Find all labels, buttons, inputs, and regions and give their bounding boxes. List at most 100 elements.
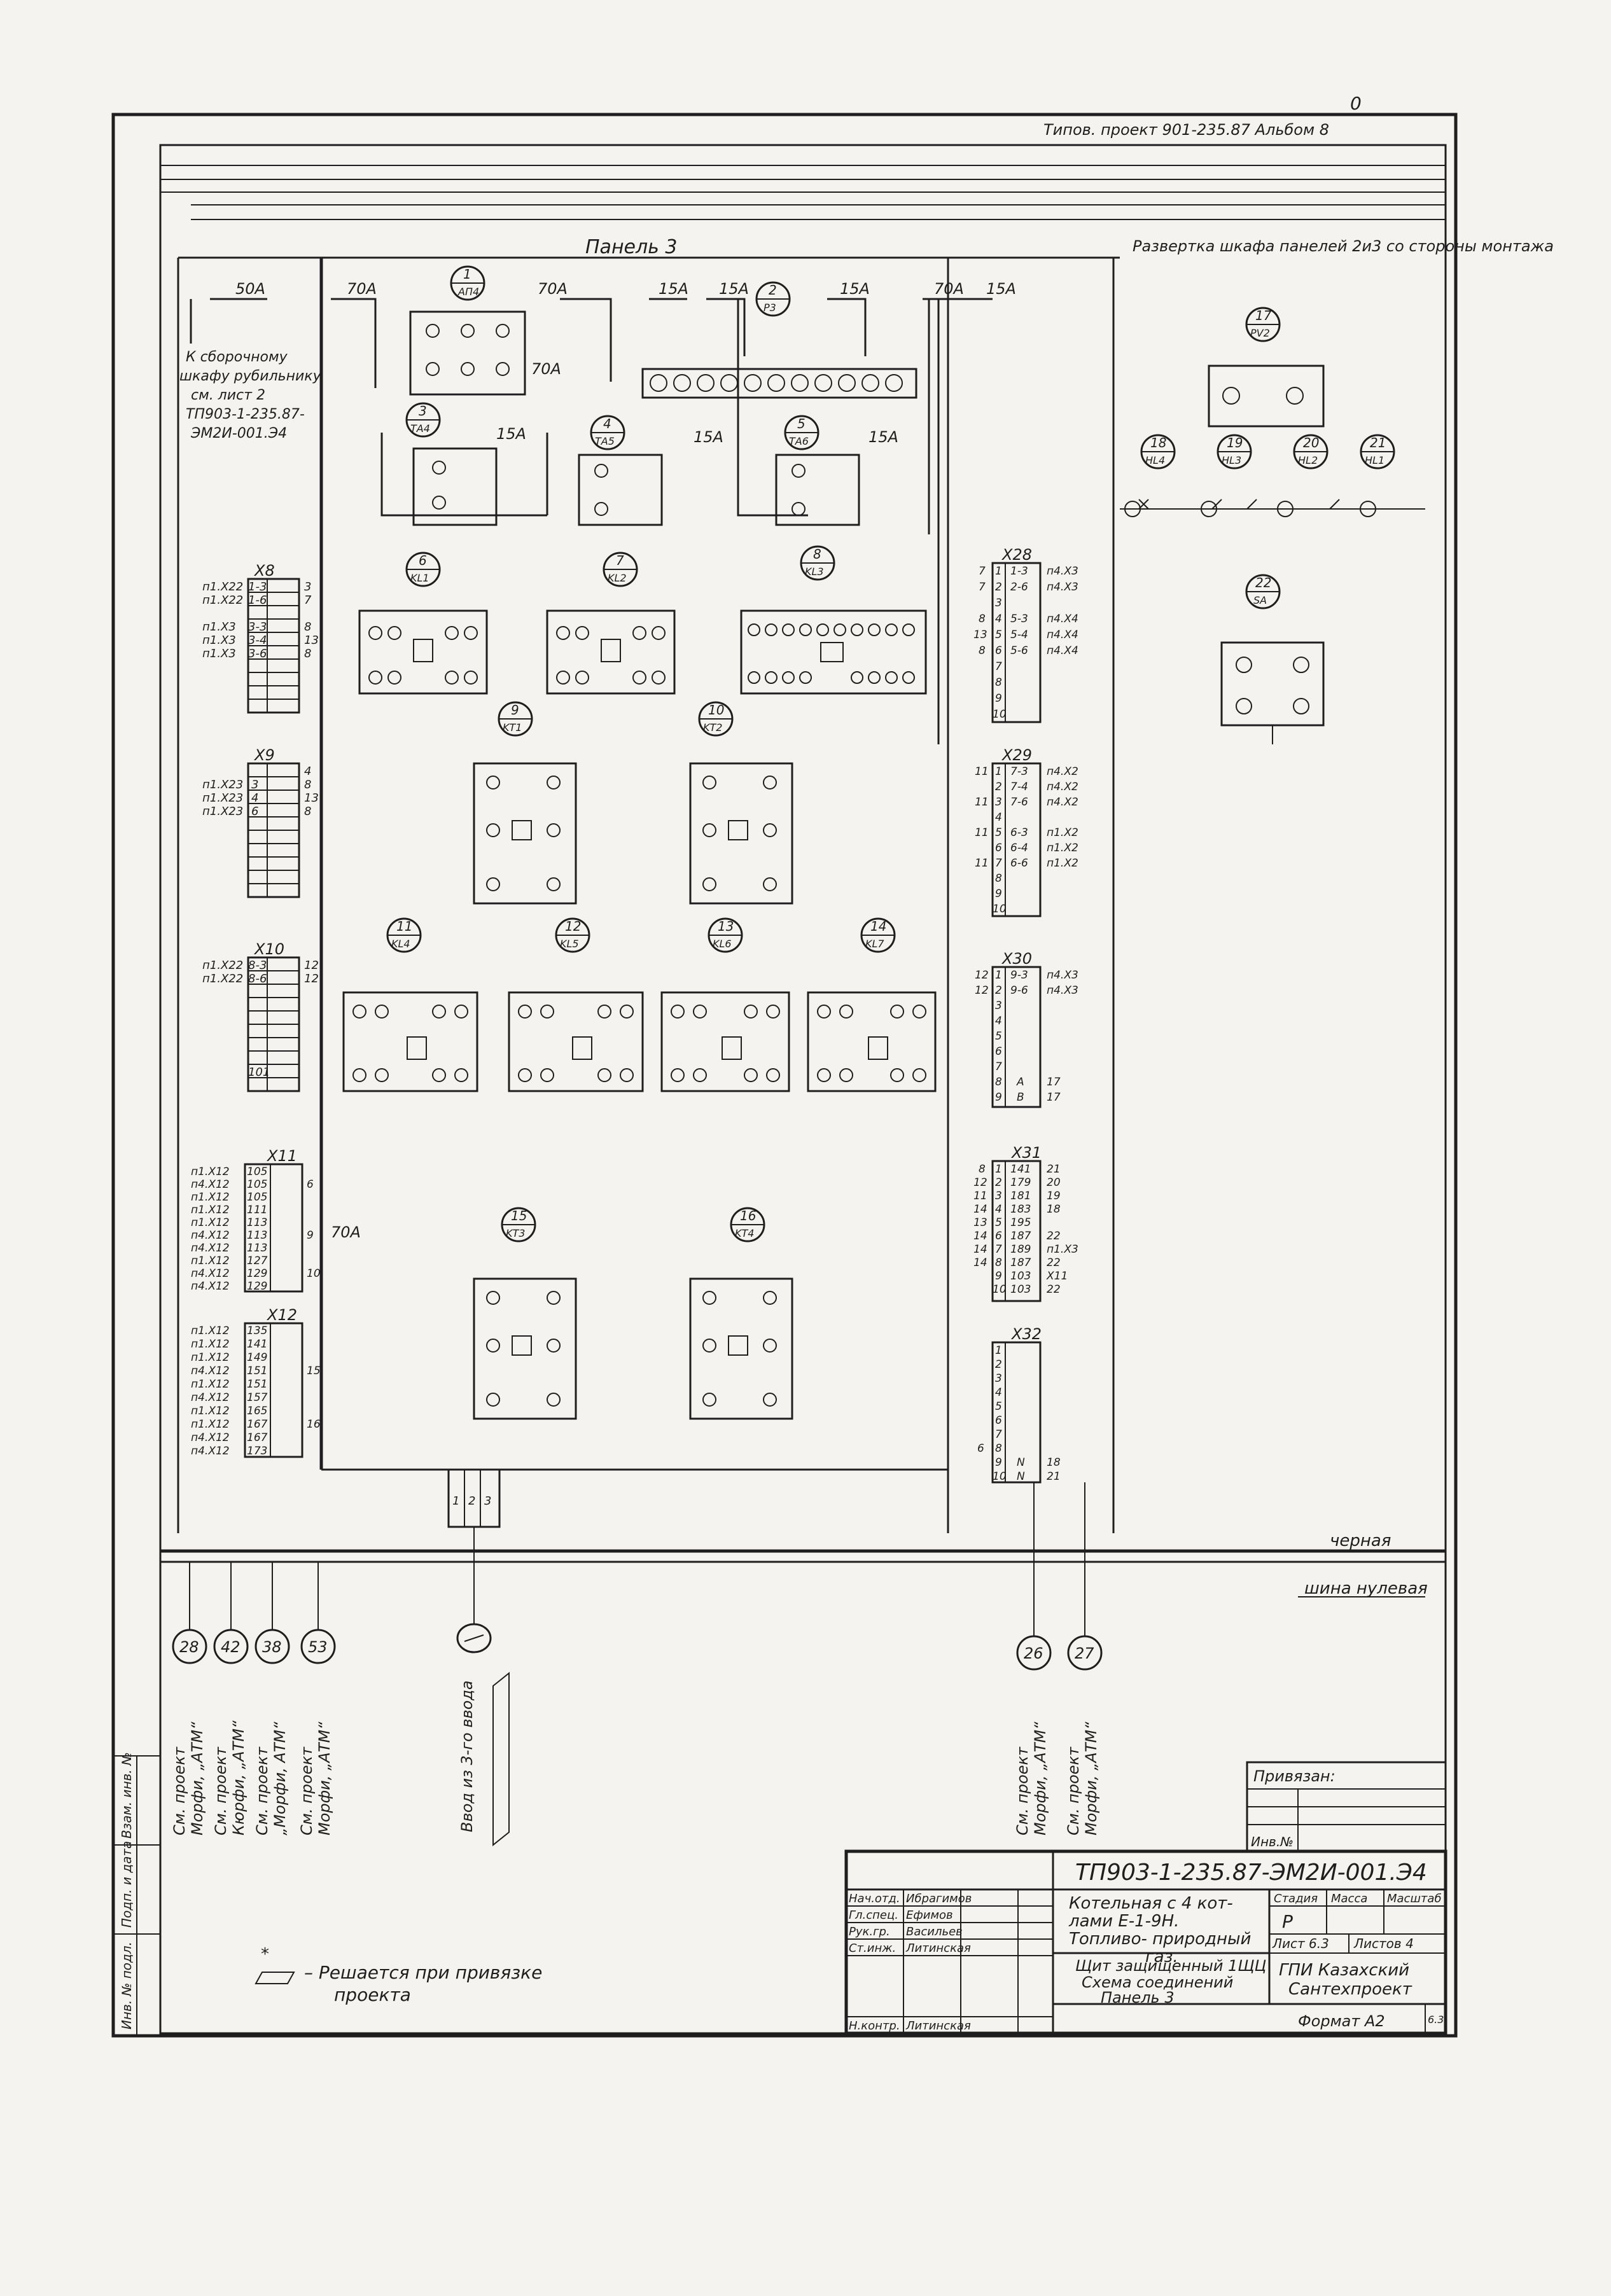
svg-text:9: 9 — [995, 692, 1002, 705]
svg-text:6-4: 6-4 — [1010, 842, 1028, 854]
svg-text:16: 16 — [307, 1418, 321, 1431]
svg-text:ЭМ2И-001.Э4: ЭМ2И-001.Э4 — [190, 426, 287, 442]
svg-text:1-3: 1-3 — [248, 580, 267, 594]
svg-text:9-6: 9-6 — [1010, 984, 1028, 997]
svg-text:HL1: HL1 — [1365, 454, 1384, 466]
svg-text:п1.Х2: п1.Х2 — [1047, 826, 1078, 839]
svg-text:X12: X12 — [266, 1306, 297, 1324]
svg-text:п1.Х12: п1.Х12 — [191, 1378, 230, 1391]
svg-text:п4.Х2: п4.Х2 — [1047, 781, 1078, 793]
svg-text:п4.Х12: п4.Х12 — [191, 1445, 230, 1458]
svg-text:ТА6: ТА6 — [789, 435, 809, 447]
svg-text:Морфи, „АТМ“: Морфи, „АТМ“ — [316, 1722, 333, 1835]
svg-text:газ.: газ. — [1145, 1947, 1178, 1966]
svg-text:10: 10 — [993, 903, 1007, 915]
references-left: 28 42 38 53 См. проект Морфи, „АТМ“ См. … — [171, 1562, 336, 1835]
device-2-p3: 2 Р3 — [641, 281, 917, 399]
svg-text:70А: 70А — [538, 280, 568, 298]
svg-text:1-6: 1-6 — [248, 594, 267, 607]
svg-text:X29: X29 — [1001, 746, 1032, 764]
svg-text:15А: 15А — [496, 425, 526, 443]
svg-text:4: 4 — [995, 613, 1002, 625]
svg-text:п1.Х3: п1.Х3 — [1047, 1243, 1078, 1256]
svg-text:п1.Х12: п1.Х12 — [191, 1191, 230, 1204]
svg-text:6: 6 — [251, 805, 258, 818]
svg-text:Топливо- природный: Топливо- природный — [1069, 1930, 1251, 1949]
svg-text:70А: 70А — [934, 280, 964, 298]
document-code: ТП903-1-235.87-ЭМ2И-001.Э4 — [1075, 1860, 1427, 1886]
svg-text:18: 18 — [1150, 435, 1166, 450]
svg-text:7: 7 — [995, 857, 1002, 870]
svg-text:165: 165 — [247, 1405, 267, 1417]
top-note: Типов. проект 901-235.87 Альбом 8 — [1043, 121, 1329, 139]
svg-text:5-4: 5-4 — [1010, 629, 1028, 641]
svg-text:X11: X11 — [266, 1147, 297, 1165]
wire-labels: 50А 70А 70А 15А 15А 15А 70А 15А 70А 15А … — [235, 280, 1016, 1241]
svg-text:Лист 6.3: Лист 6.3 — [1272, 1936, 1329, 1951]
outer-frame — [111, 113, 1458, 2038]
svg-text:8: 8 — [304, 647, 311, 660]
svg-text:105: 105 — [247, 1165, 267, 1178]
svg-text:п4.Х12: п4.Х12 — [191, 1365, 230, 1377]
title-block: Привязан: Инв.№ ТП903-1-235.87-ЭМ2И-001.… — [844, 1761, 1447, 2035]
svg-text:См. проект: См. проект — [253, 1746, 271, 1835]
svg-text:38: 38 — [262, 1638, 282, 1656]
svg-text:189: 189 — [1010, 1243, 1031, 1256]
svg-text:X28: X28 — [1001, 546, 1032, 564]
svg-text:167: 167 — [247, 1418, 268, 1431]
svg-text:3-3: 3-3 — [248, 620, 267, 634]
svg-text:129: 129 — [247, 1280, 267, 1293]
svg-text:п1.Х3: п1.Х3 — [202, 620, 236, 634]
svg-text:2: 2 — [995, 781, 1002, 793]
svg-text:KL7: KL7 — [865, 938, 884, 950]
svg-text:п1.Х12: п1.Х12 — [191, 1204, 230, 1216]
svg-text:6: 6 — [307, 1178, 314, 1191]
svg-text:Подп. и дата: Подп. и дата — [119, 1841, 134, 1928]
svg-text:X31: X31 — [1010, 1144, 1042, 1162]
svg-text:9: 9 — [995, 1091, 1002, 1104]
svg-text:14: 14 — [973, 1256, 987, 1269]
svg-text:X32: X32 — [1010, 1325, 1042, 1343]
svg-text:11: 11 — [975, 826, 989, 839]
svg-text:6: 6 — [995, 1414, 1002, 1427]
svg-text:KL6: KL6 — [713, 938, 732, 950]
svg-text:105: 105 — [247, 1178, 267, 1191]
svg-text:6-3: 6-3 — [1010, 826, 1028, 839]
svg-text:п1.Х12: п1.Х12 — [191, 1255, 230, 1267]
svg-text:3: 3 — [995, 796, 1002, 809]
svg-text:7-3: 7-3 — [1010, 765, 1028, 778]
svg-text:17: 17 — [1047, 1091, 1061, 1104]
svg-text:13: 13 — [973, 1216, 987, 1229]
svg-text:13: 13 — [304, 634, 319, 647]
privyazan-label: Привязан: — [1253, 1767, 1336, 1785]
svg-text:N: N — [1017, 1456, 1025, 1469]
svg-text:2: 2 — [769, 282, 777, 298]
svg-text:15А: 15А — [694, 428, 723, 446]
svg-text:9: 9 — [511, 702, 519, 718]
svg-text:Ввод из 3-го ввода: Ввод из 3-го ввода — [458, 1680, 476, 1832]
svg-text:п1.Х23: п1.Х23 — [202, 778, 243, 791]
svg-text:181: 181 — [1010, 1190, 1031, 1202]
svg-text:6: 6 — [995, 1045, 1002, 1058]
svg-text:KL1: KL1 — [410, 572, 429, 584]
svg-text:18: 18 — [1047, 1456, 1061, 1469]
svg-text:Морфи, „АТМ“: Морфи, „АТМ“ — [1031, 1722, 1049, 1835]
svg-text:п1.Х12: п1.Х12 — [191, 1418, 230, 1431]
svg-text:42: 42 — [221, 1638, 241, 1656]
legend: * – Решается при привязке проекта — [255, 1945, 542, 2005]
svg-text:4: 4 — [304, 765, 311, 778]
svg-text:4: 4 — [995, 1386, 1002, 1399]
svg-text:1: 1 — [995, 1344, 1002, 1357]
svg-text:Ст.инж.: Ст.инж. — [849, 1942, 896, 1955]
svg-text:8: 8 — [979, 613, 986, 625]
svg-text:7: 7 — [979, 565, 986, 578]
svg-text:п1.Х22: п1.Х22 — [202, 594, 243, 607]
